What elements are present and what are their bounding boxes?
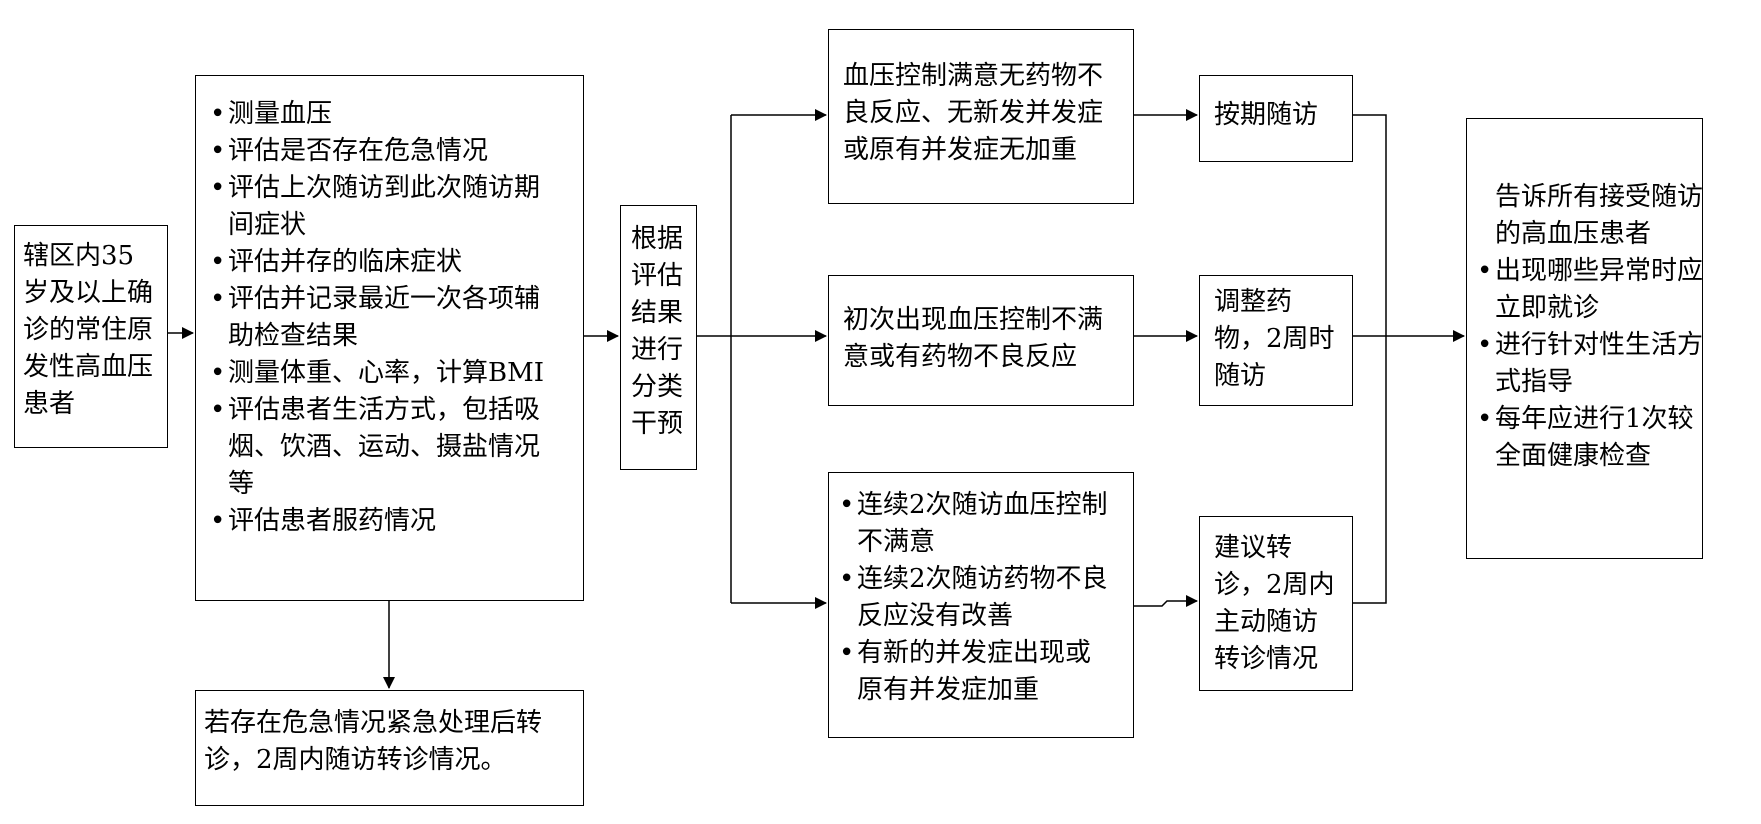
action-line: 主动随访 — [1214, 607, 1319, 637]
action-line: 转诊情况 — [1214, 644, 1319, 674]
arrow-condition-3-to-action-3 — [1134, 595, 1198, 607]
action-line: 按期随访 — [1214, 100, 1319, 130]
bullet-dot: • — [839, 638, 855, 668]
bullet-dot: • — [210, 506, 226, 536]
final-item-text: 出现哪些异常时应 — [1495, 256, 1704, 286]
bullet-dot: • — [1477, 330, 1493, 360]
assessment-box: •测量血压 •评估是否存在危急情况 •评估上次随访到此次随访期 间症状 •评估并… — [195, 75, 584, 601]
assessment-item: •评估并存的临床症状 — [210, 244, 583, 281]
action-scheduled-followup-box: 按期随访 — [1199, 75, 1353, 162]
condition-line: 意或有药物不良反应 — [843, 342, 1078, 372]
final-advice-box: 告诉所有接受随访 的高血压患者 •出现哪些异常时应 立即就诊 •进行针对性生活方… — [1466, 118, 1703, 559]
start-box-line: 岁及以上确 — [23, 278, 154, 308]
assessment-item-text: 测量血压 — [228, 99, 333, 129]
bullet-dot: • — [210, 136, 226, 166]
action-line: 调整药 — [1214, 287, 1293, 317]
assessment-item-continuation: 助检查结果 — [228, 321, 359, 351]
final-item: •每年应进行1次较 — [1477, 401, 1702, 438]
assessment-item-text: 评估患者服药情况 — [228, 506, 437, 536]
condition-first-unsatisfactory-box: 初次出现血压控制不满 意或有药物不良反应 — [828, 275, 1134, 406]
condition-item-continuation: 原有并发症加重 — [857, 675, 1040, 705]
assessment-item-text: 测量体重、心率，计算BMI — [228, 358, 544, 388]
merge-line-1 — [1353, 114, 1387, 604]
condition-line: 血压控制满意无药物不 — [843, 61, 1104, 91]
final-item: •出现哪些异常时应 — [1477, 253, 1704, 290]
condition-item-continuation: 不满意 — [857, 527, 936, 557]
assessment-item-text: 评估是否存在危急情况 — [228, 136, 489, 166]
action-adjust-medication-box: 调整药 物，2周时 随访 — [1199, 275, 1353, 406]
bullet-dot: • — [1477, 256, 1493, 286]
start-box: 辖区内35 岁及以上确 诊的常住原 发性高血压 患者 — [14, 225, 168, 448]
final-intro-line: 的高血压患者 — [1495, 219, 1652, 249]
final-item-continuation: 全面健康检查 — [1495, 441, 1652, 471]
assessment-item: •测量血压 — [210, 96, 583, 133]
bullet-dot: • — [210, 173, 226, 203]
classify-box-line: 进行 — [631, 335, 684, 365]
condition-item: •连续2次随访药物不良 — [839, 561, 1133, 598]
assessment-item-text: 评估患者生活方式，包括吸 — [228, 395, 541, 425]
assessment-item-continuation: 等 — [228, 469, 255, 499]
assessment-item: •评估并记录最近一次各项辅 — [210, 281, 583, 318]
condition-satisfactory-box: 血压控制满意无药物不 良反应、无新发并发症 或原有并发症无加重 — [828, 29, 1134, 204]
action-line: 建议转 — [1214, 533, 1293, 563]
emergency-box: 若存在危急情况紧急处理后转 诊，2周内随访转诊情况。 — [195, 690, 584, 806]
start-box-line: 诊的常住原 — [23, 315, 154, 345]
condition-line: 初次出现血压控制不满 — [843, 305, 1104, 335]
emergency-box-line: 若存在危急情况紧急处理后转 — [204, 708, 543, 738]
assessment-item-text: 评估上次随访到此次随访期 — [228, 173, 541, 203]
assessment-item: •评估上次随访到此次随访期 — [210, 170, 583, 207]
condition-item-text: 连续2次随访血压控制 — [857, 490, 1108, 520]
classify-box-line: 干预 — [631, 409, 684, 439]
condition-item: •连续2次随访血压控制 — [839, 487, 1133, 524]
condition-item-text: 连续2次随访药物不良 — [857, 564, 1108, 594]
action-line: 物，2周时 — [1214, 324, 1335, 354]
final-item-text: 每年应进行1次较 — [1495, 404, 1694, 434]
assessment-item: •评估是否存在危急情况 — [210, 133, 583, 170]
final-item-continuation: 式指导 — [1495, 367, 1574, 397]
final-item: •进行针对性生活方 — [1477, 327, 1704, 364]
condition-item-continuation: 反应没有改善 — [857, 601, 1014, 631]
classify-box-line: 分类 — [631, 372, 684, 402]
final-item-text: 进行针对性生活方 — [1495, 330, 1704, 360]
emergency-box-line: 诊，2周内随访转诊情况。 — [204, 745, 507, 775]
bullet-dot: • — [839, 490, 855, 520]
condition-item-text: 有新的并发症出现或 — [857, 638, 1092, 668]
action-referral-box: 建议转 诊，2周内 主动随访 转诊情况 — [1199, 516, 1353, 691]
bullet-dot: • — [1477, 404, 1493, 434]
assessment-item-continuation: 烟、饮酒、运动、摄盐情况 — [228, 432, 541, 462]
action-line: 随访 — [1214, 361, 1267, 391]
start-box-line: 辖区内35 — [23, 241, 135, 271]
start-box-line: 发性高血压 — [23, 352, 154, 382]
assessment-item: •评估患者生活方式，包括吸 — [210, 392, 583, 429]
assessment-item-text: 评估并存的临床症状 — [228, 247, 463, 277]
classify-box-line: 评估 — [631, 261, 684, 291]
bullet-dot: • — [210, 395, 226, 425]
bullet-dot: • — [839, 564, 855, 594]
classify-box: 根据 评估 结果 进行 分类 干预 — [620, 205, 697, 470]
condition-line: 或原有并发症无加重 — [843, 135, 1078, 165]
classify-box-line: 结果 — [631, 298, 684, 328]
classify-box-line: 根据 — [631, 224, 684, 254]
final-intro-line: 告诉所有接受随访 — [1495, 182, 1704, 212]
bullet-dot: • — [210, 247, 226, 277]
final-item-continuation: 立即就诊 — [1495, 293, 1600, 323]
assessment-item-text: 评估并记录最近一次各项辅 — [228, 284, 541, 314]
assessment-item-continuation: 间症状 — [228, 210, 307, 240]
bullet-dot: • — [210, 99, 226, 129]
condition-item: •有新的并发症出现或 — [839, 635, 1133, 672]
start-box-line: 患者 — [23, 389, 76, 419]
bullet-dot: • — [210, 284, 226, 314]
assessment-item: •评估患者服药情况 — [210, 503, 583, 540]
bullet-dot: • — [210, 358, 226, 388]
action-line: 诊，2周内 — [1214, 570, 1335, 600]
condition-referral-box: •连续2次随访血压控制 不满意 •连续2次随访药物不良 反应没有改善 •有新的并… — [828, 472, 1134, 738]
condition-line: 良反应、无新发并发症 — [843, 98, 1104, 128]
assessment-item: •测量体重、心率，计算BMI — [210, 355, 583, 392]
